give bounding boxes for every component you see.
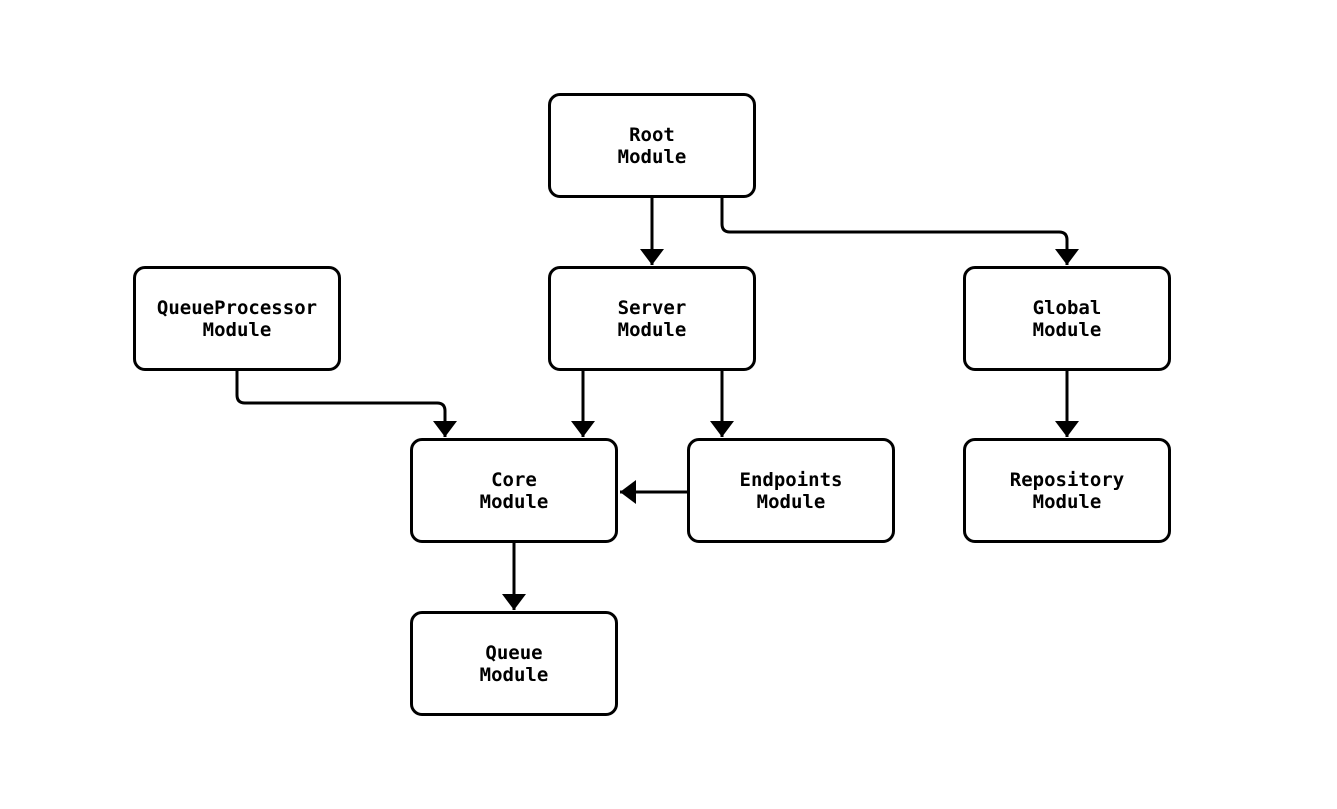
- node-root-module-label: Root Module: [617, 123, 687, 168]
- node-repository-module: Repository Module: [963, 438, 1171, 543]
- node-queue-module: Queue Module: [410, 611, 618, 716]
- node-core-module-label: Core Module: [479, 468, 549, 513]
- node-global-module: Global Module: [963, 266, 1171, 371]
- edge-group: [235, 198, 1079, 610]
- node-server-module-label: Server Module: [617, 296, 687, 341]
- node-repository-module-label: Repository Module: [1009, 468, 1125, 513]
- node-endpoints-module-label: Endpoints Module: [739, 468, 843, 513]
- node-global-module-label: Global Module: [1032, 296, 1102, 341]
- node-queueprocessor-module: QueueProcessor Module: [133, 266, 341, 371]
- node-queueprocessor-module-label: QueueProcessor Module: [156, 296, 318, 341]
- node-core-module: Core Module: [410, 438, 618, 543]
- node-queue-module-label: Queue Module: [479, 641, 549, 686]
- node-server-module: Server Module: [548, 266, 756, 371]
- edge-queueprocessor-to-core: [235, 371, 457, 437]
- node-endpoints-module: Endpoints Module: [687, 438, 895, 543]
- node-root-module: Root Module: [548, 93, 756, 198]
- edge-root-to-global: [720, 198, 1079, 265]
